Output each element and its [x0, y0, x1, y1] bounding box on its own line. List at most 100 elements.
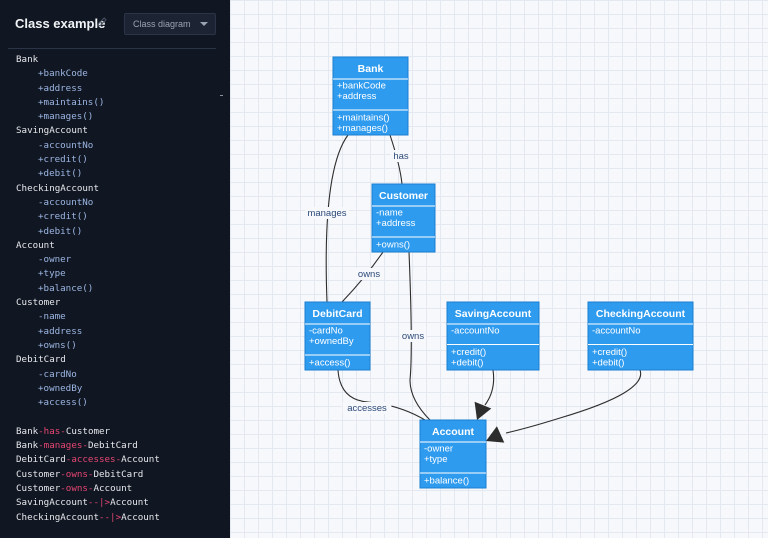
class-node-customer[interactable]: Customer-name+address+owns() — [371, 183, 436, 253]
member-line: -cardNo — [38, 368, 77, 380]
code-line: -owner — [16, 253, 221, 267]
relation-customer-account[interactable] — [408, 251, 431, 421]
code-line: Bank-has-Customer — [16, 425, 221, 439]
edge-label: manages — [307, 208, 346, 219]
class-ref: Bank — [16, 425, 39, 437]
edge-label-bg — [390, 150, 412, 162]
member-line: -accountNo — [38, 139, 94, 151]
class-ref: Bank — [16, 440, 39, 452]
class-name-line: Account — [16, 239, 55, 251]
member-line: +owns() — [38, 339, 77, 351]
code-line: Account — [16, 239, 221, 253]
pencil-icon[interactable] — [96, 16, 108, 28]
header-divider — [8, 48, 216, 49]
code-line: +address — [16, 325, 221, 339]
member-line: -name — [38, 311, 66, 323]
class-box — [587, 301, 694, 371]
code-line: +bankCode — [16, 67, 221, 81]
class-title: Customer — [379, 190, 428, 202]
document-title[interactable]: Class example — [15, 16, 106, 31]
code-line: -cardNo — [16, 368, 221, 382]
code-line: -name — [16, 310, 221, 324]
edge-label-bg — [305, 207, 349, 219]
class-name-line: Bank — [16, 54, 39, 65]
class-node-bank[interactable]: Bank+bankCode+address+maintains()+manage… — [332, 56, 409, 136]
code-line: CheckingAccount — [16, 182, 221, 196]
code-line: SavingAccount — [16, 124, 221, 138]
class-ref: CheckingAccount — [16, 511, 99, 523]
code-line: +debit() — [16, 167, 221, 181]
code-line: -accountNo — [16, 139, 221, 153]
class-method: +debit() — [451, 358, 483, 369]
class-ref: Customer — [16, 482, 61, 494]
code-line: +manages() — [16, 110, 221, 124]
edge-line — [505, 369, 642, 434]
code-line: +ownedBy — [16, 382, 221, 396]
relation-bank-debitcard[interactable] — [325, 134, 349, 303]
class-ref: Customer — [65, 425, 111, 437]
class-method: +maintains() — [337, 113, 390, 124]
edge-label-bg — [399, 330, 427, 342]
class-title: CheckingAccount — [596, 308, 686, 320]
class-attribute: +type — [424, 454, 448, 465]
class-node-checkingaccount[interactable]: CheckingAccount-accountNo+credit()+debit… — [587, 301, 694, 371]
member-line: -owner — [38, 254, 72, 266]
edge-label-bg — [342, 402, 392, 414]
scrollbar[interactable] — [220, 95, 223, 96]
relation-operator: -manages- — [38, 440, 88, 452]
class-attribute: -accountNo — [451, 326, 500, 337]
class-box — [304, 301, 371, 371]
member-line: +maintains() — [38, 96, 105, 108]
code-line: +debit() — [16, 225, 221, 239]
relation-checkingaccount-account[interactable] — [486, 369, 642, 443]
inheritance-arrowhead — [474, 401, 492, 420]
class-attribute: +address — [337, 91, 377, 102]
code-line: DebitCard — [16, 353, 221, 367]
class-attribute: -cardNo — [309, 326, 343, 337]
code-line: Customer-owns-Account — [16, 482, 221, 496]
code-line: Customer — [16, 296, 221, 310]
edge-line — [484, 369, 495, 406]
member-line: +credit() — [38, 211, 88, 223]
code-line: +credit() — [16, 153, 221, 167]
class-attribute: -name — [376, 208, 403, 219]
code-line: CheckingAccount--|>Account — [16, 511, 221, 525]
class-ref: DebitCard — [93, 468, 144, 480]
editor-header: Class example Class diagram — [0, 0, 230, 48]
member-line: +manages() — [38, 111, 94, 123]
diagram-type-select[interactable]: Class diagram — [124, 13, 216, 35]
member-line: +access() — [38, 397, 88, 409]
class-ref: Account — [121, 454, 160, 466]
relation-bank-customer[interactable] — [389, 134, 403, 185]
inheritance-arrowhead — [486, 426, 505, 443]
class-title: SavingAccount — [455, 308, 532, 320]
class-method: +access() — [309, 358, 350, 369]
member-line: +credit() — [38, 154, 88, 166]
relation-operator: -accesses- — [65, 454, 122, 466]
member-line: +type — [38, 268, 66, 280]
class-attribute: -owner — [424, 444, 453, 455]
code-line: Bank — [16, 53, 221, 67]
class-title: Account — [432, 426, 475, 438]
relation-operator: -owns- — [60, 482, 94, 494]
edge-line — [408, 251, 431, 421]
class-ref: DebitCard — [87, 440, 138, 452]
relation-operator: --|> — [87, 497, 111, 509]
edge-label: accesses — [347, 403, 387, 414]
class-node-debitcard[interactable]: DebitCard-cardNo+ownedBy+access() — [304, 301, 371, 371]
class-node-savingaccount[interactable]: SavingAccount -accountNo +credit()+debit() — [446, 301, 540, 371]
class-box — [332, 56, 409, 136]
edge-label: owns — [358, 269, 380, 280]
code-line: DebitCard-accesses-Account — [16, 453, 221, 467]
member-line: +address — [38, 82, 83, 94]
class-title: Bank — [358, 63, 384, 75]
relation-savingaccount-account[interactable] — [474, 369, 495, 420]
member-line: +debit() — [38, 168, 83, 180]
editor-panel: Class example Class diagram Bank +bankCod… — [0, 0, 230, 538]
class-node-account[interactable]: Account-owner+type+balance() — [419, 419, 487, 489]
chevron-down-icon — [200, 22, 208, 26]
code-editor[interactable]: Bank+bankCode+address+maintains()+manage… — [16, 53, 221, 525]
class-method: +credit() — [451, 347, 486, 358]
member-line: +address — [38, 325, 83, 337]
